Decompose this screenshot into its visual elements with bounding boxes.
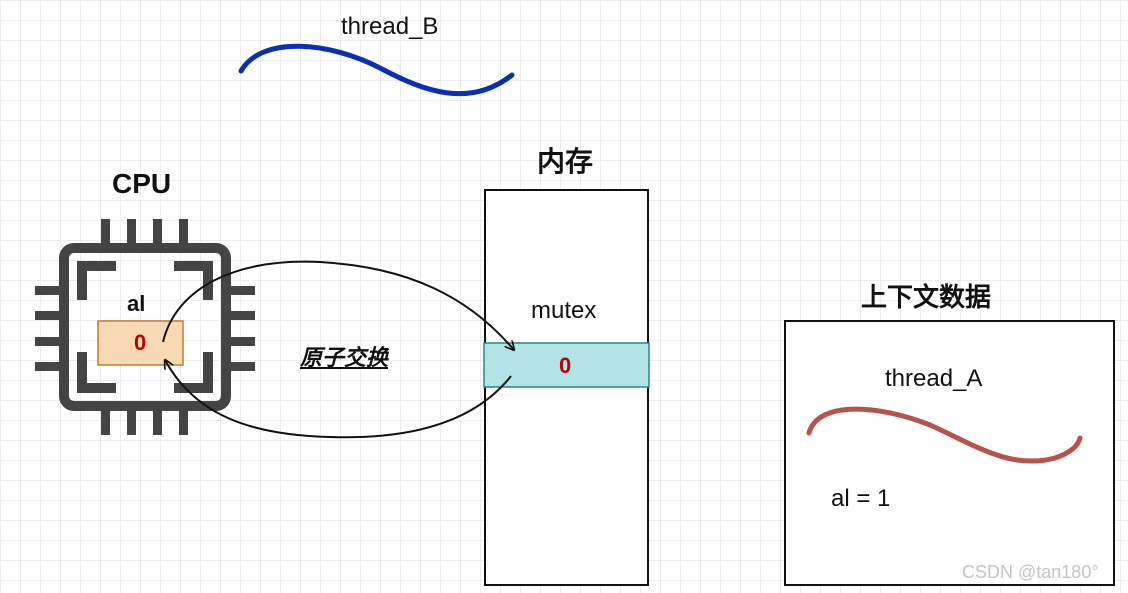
context-register-line: al = 1 [831, 485, 891, 512]
thread-b-label: thread_B [341, 13, 439, 40]
register-value: 0 [134, 330, 147, 355]
thread-a-wave [806, 406, 1083, 464]
cpu-title: CPU [112, 168, 172, 199]
register-name: al [127, 291, 146, 316]
memory-title: 内存 [537, 146, 594, 177]
mutex-label: mutex [531, 297, 597, 324]
thread-b-wave [238, 43, 515, 97]
watermark: CSDN @tan180° [962, 562, 1099, 582]
exchange-arrow-to-memory [162, 260, 514, 350]
exchange-arrow-to-cpu [165, 360, 512, 439]
context-title: 上下文数据 [861, 282, 992, 312]
context-block [784, 320, 1115, 586]
mutex-value: 0 [559, 353, 572, 378]
operation-label: 原子交换 [300, 345, 389, 370]
thread-a-label: thread_A [885, 365, 983, 392]
cpu-chip-icon [35, 219, 255, 435]
